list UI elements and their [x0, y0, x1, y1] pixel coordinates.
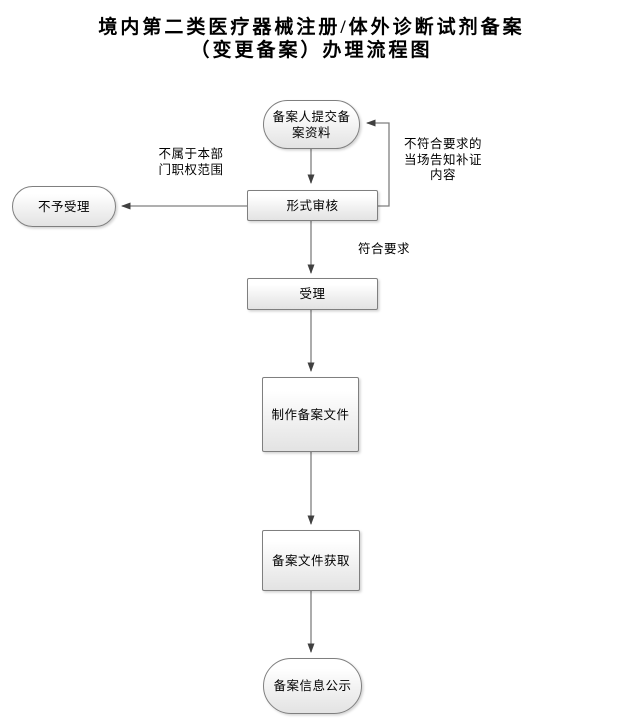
- edge-label-not-in-scope-line2: 门职权范围: [158, 162, 224, 177]
- node-not-accepted-label: 不予受理: [37, 199, 90, 214]
- page-title-line1: 境内第二类医疗器械注册/体外诊断试剂备案: [98, 17, 525, 38]
- edge-label-not-compliant-line1: 不符合要求的: [403, 137, 482, 151]
- node-obtain-filing-document: 备案文件获取: [262, 530, 360, 591]
- edge-label-not-in-scope-line1: 不属于本部: [158, 147, 224, 161]
- node-submit-filing-materials: 备案人提交备 案资料: [263, 100, 360, 149]
- node-acceptance: 受理: [247, 278, 378, 310]
- edge-label-not-compliant-line2: 当场告知补证: [403, 152, 482, 167]
- node-formal-review: 形式审核: [247, 190, 378, 221]
- page-title: 境内第二类医疗器械注册/体外诊断试剂备案 （变更备案）办理流程图: [0, 16, 623, 62]
- node-publish-filing-info-label: 备案信息公示: [273, 679, 352, 693]
- node-obtain-filing-document-label: 备案文件获取: [271, 553, 350, 568]
- edge-label-not-compliant: 不符合要求的 当场告知补证 内容: [398, 137, 488, 184]
- node-formal-review-label: 形式审核: [286, 198, 339, 213]
- page-title-line2: （变更备案）办理流程图: [190, 40, 433, 61]
- edge-label-not-compliant-line3: 内容: [429, 168, 456, 182]
- edge-label-not-in-scope: 不属于本部 门职权范围: [146, 147, 236, 178]
- node-submit-line2: 案资料: [291, 125, 331, 140]
- node-submit-line1: 备案人提交备: [272, 109, 351, 124]
- node-make-filing-document: 制作备案文件: [262, 377, 359, 452]
- connector-formal-review-feedback-to-submit: [366, 119, 390, 207]
- edge-label-compliant-text: 符合要求: [358, 242, 411, 256]
- node-not-accepted: 不予受理: [12, 186, 116, 227]
- node-publish-filing-info: 备案信息公示: [263, 658, 362, 714]
- node-acceptance-label: 受理: [299, 287, 326, 301]
- node-make-filing-document-label: 制作备案文件: [271, 407, 350, 422]
- edge-label-compliant: 符合要求: [358, 242, 410, 258]
